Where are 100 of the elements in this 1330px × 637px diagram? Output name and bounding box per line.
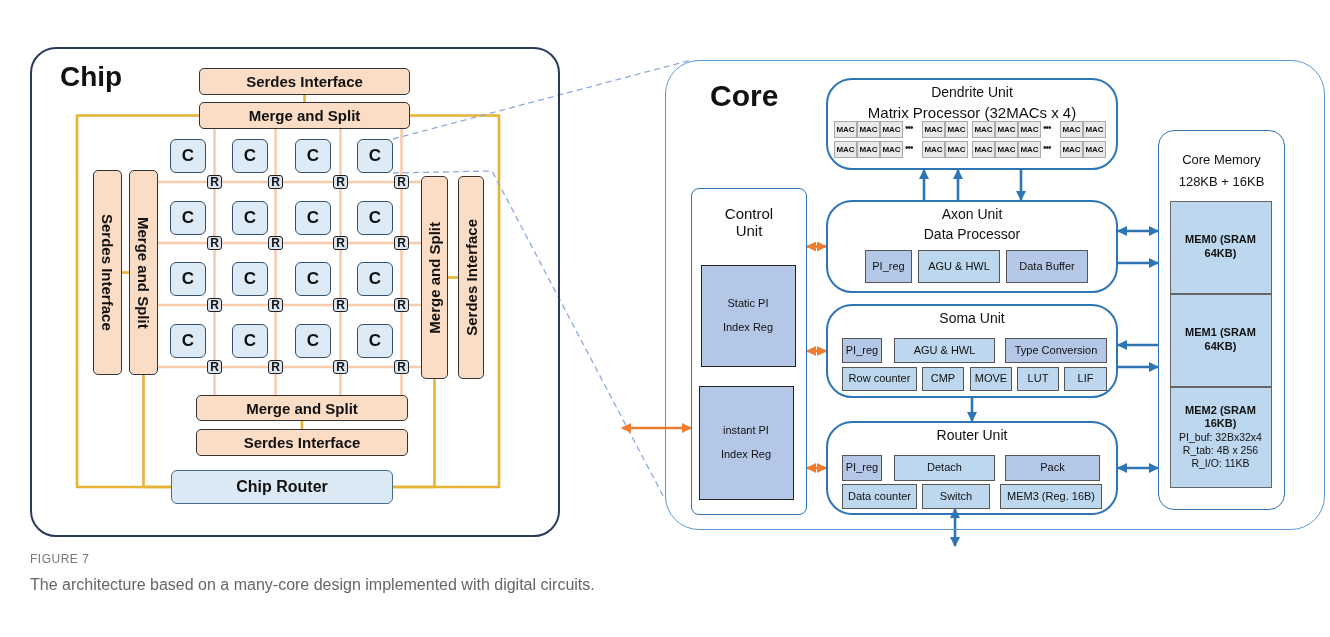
connector-line <box>274 312 277 360</box>
ellipsis-dots: ••• <box>905 142 913 153</box>
function-block <box>922 367 964 391</box>
block-label: MAC <box>836 143 855 156</box>
interface-block <box>93 170 122 375</box>
block-label: MAC <box>1062 123 1081 136</box>
connector-line <box>400 189 403 236</box>
connector-line <box>213 250 216 298</box>
interface-block <box>196 429 408 456</box>
block-label: MEM3 (Reg. 16B) <box>1007 488 1095 504</box>
block-label: C <box>243 208 257 228</box>
block-label: R <box>210 298 219 312</box>
connector-line <box>339 250 342 298</box>
block-label: MAC <box>882 143 901 156</box>
core-tile <box>170 139 206 173</box>
connector-line <box>339 189 342 236</box>
function-block <box>922 484 990 509</box>
memory-bank <box>1169 293 1272 387</box>
block-label: MAC <box>947 143 966 156</box>
block-label: PI_reg <box>845 342 879 358</box>
chip-router-block <box>171 470 393 504</box>
unit-panel <box>826 200 1118 293</box>
block-label: MAC <box>1020 123 1039 136</box>
interface-block <box>196 395 408 421</box>
memory-bank <box>1169 386 1272 488</box>
function-block <box>842 484 917 509</box>
core-tile <box>357 262 393 296</box>
block-label: R <box>397 360 406 374</box>
core-tile <box>295 262 331 296</box>
connector-line <box>283 303 333 307</box>
connector-line <box>222 303 268 307</box>
memory-detail: R_tab: 4B x 256 <box>1182 444 1259 458</box>
block-label: C <box>368 269 382 289</box>
block-label: R <box>397 175 406 189</box>
function-block <box>865 250 912 283</box>
connector-line <box>339 129 342 175</box>
connector-line <box>348 303 394 307</box>
block-label: MAC <box>997 123 1016 136</box>
core-tile <box>295 324 331 358</box>
control-unit-panel <box>691 188 807 515</box>
block-label: MAC <box>1085 143 1104 156</box>
panel-subtitle: Matrix Processor (32MACs x 4) <box>867 103 1077 124</box>
core-tile <box>357 324 393 358</box>
block-label: C <box>368 331 382 351</box>
block-label: R <box>336 298 345 312</box>
block-label: MAC <box>974 143 993 156</box>
unit-panel <box>826 78 1118 170</box>
connector-line <box>348 365 394 369</box>
unit-panel <box>826 421 1118 515</box>
connector-line <box>339 312 342 360</box>
block-label: LUT <box>1027 371 1049 387</box>
block-label: AGU & HWL <box>913 342 976 358</box>
interface-block <box>458 176 484 379</box>
block-label: R <box>397 298 406 312</box>
block-label: Merge and Split <box>135 216 152 329</box>
figure-caption: The architecture based on a many-core design implemented with digital circuits. <box>30 576 595 594</box>
core-tile <box>170 324 206 358</box>
arrow <box>1118 362 1159 372</box>
connector-line <box>283 180 333 184</box>
connector-line <box>400 374 403 395</box>
block-label: C <box>243 269 257 289</box>
block-label: MEM2 (SRAM 16KB) <box>1184 403 1257 432</box>
connector-line <box>122 271 129 274</box>
block-label: MAC <box>997 143 1016 156</box>
block-label: R <box>271 175 280 189</box>
connector-line <box>213 189 216 236</box>
block-label: Detach <box>927 460 962 476</box>
block-label: MAC <box>859 143 878 156</box>
block-label: R <box>210 175 219 189</box>
block-label: R <box>397 236 406 250</box>
memory-bank <box>1169 200 1272 294</box>
panel-title: Core <box>710 79 779 113</box>
interface-block <box>199 68 410 95</box>
block-label: R <box>210 360 219 374</box>
double-arrow <box>806 463 827 473</box>
block-label: C <box>243 331 257 351</box>
block-label: Static PI Index Reg <box>721 296 775 335</box>
connector-line <box>274 374 277 395</box>
block-label: C <box>243 146 257 166</box>
function-block <box>1017 367 1059 391</box>
block-label: instant PI Index Reg <box>719 423 773 462</box>
block-label: MAC <box>947 123 966 136</box>
core-tile <box>170 262 206 296</box>
connector-line <box>75 114 199 489</box>
block-label: C <box>306 146 320 166</box>
block-label: PI_reg <box>845 460 879 476</box>
unit-panel <box>826 304 1118 398</box>
function-block <box>918 250 1000 283</box>
arrow <box>1117 340 1158 350</box>
connector-line <box>274 189 277 236</box>
core-tile <box>295 139 331 173</box>
memory-panel <box>1158 130 1285 510</box>
core-tile <box>295 201 331 235</box>
ellipsis-dots: ••• <box>905 122 913 133</box>
block-label: Merge and Split <box>246 399 358 417</box>
block-label: R <box>271 360 280 374</box>
memory-detail: PI_buf: 32Bx32x4 <box>1179 431 1262 445</box>
block-label: R <box>336 360 345 374</box>
block-label: Type Conversion <box>1014 342 1098 358</box>
function-block <box>894 455 995 481</box>
